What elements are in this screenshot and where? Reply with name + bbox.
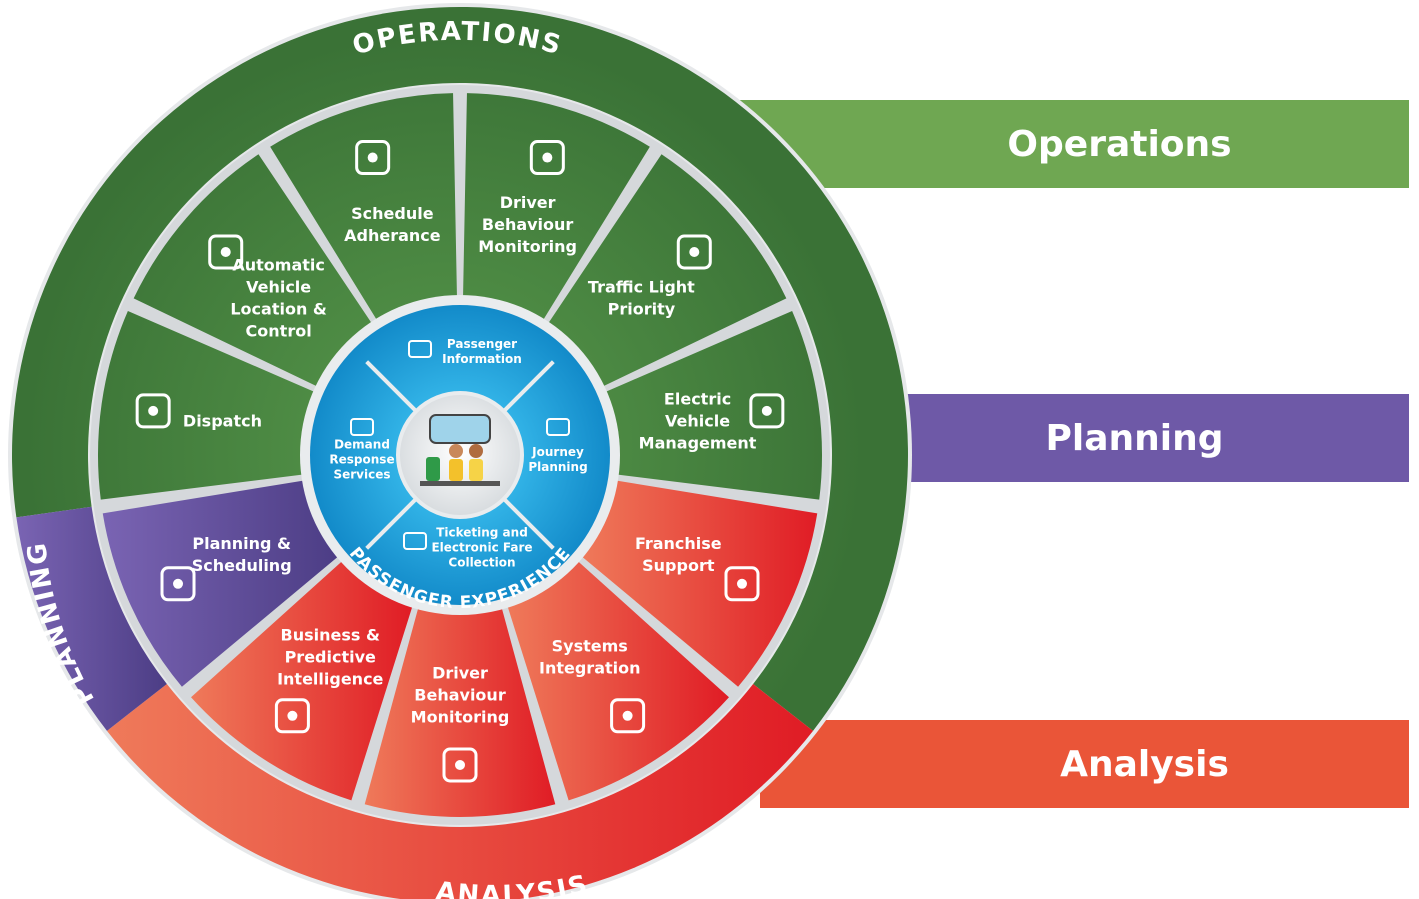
hub-quadrant-label: Services	[333, 468, 390, 482]
ticket-icon	[403, 532, 427, 550]
segment-label: Control	[246, 321, 312, 340]
segment-label: Franchise	[635, 534, 722, 553]
segment-wedge	[270, 93, 457, 321]
segment-8: Planning & Scheduling	[102, 480, 339, 687]
segment-wedge	[581, 480, 818, 687]
segment-wedge	[463, 93, 650, 321]
segment-wedge	[98, 310, 316, 500]
segment-label: Electric	[664, 389, 731, 408]
hub-quadrant-label: Passenger	[447, 337, 517, 351]
timer-icon	[350, 418, 374, 436]
segment-label: Adherance	[344, 226, 441, 245]
analysis-band: Analysis	[760, 720, 1409, 808]
segment-label: Systems	[552, 636, 628, 655]
segment-label: Predictive	[285, 647, 376, 666]
segment-label: Management	[639, 433, 757, 452]
analysis-band-label: Analysis	[1060, 743, 1229, 785]
segment-label: Monitoring	[478, 237, 577, 256]
headset-person-icon	[135, 393, 171, 429]
hub-quadrant-label: Journey	[531, 445, 584, 459]
segment-wedge	[191, 560, 413, 801]
info-display-icon	[408, 340, 432, 358]
segment-label: Intelligence	[277, 669, 383, 688]
segment-label: Priority	[608, 299, 676, 318]
driver-pointing-icon	[529, 140, 565, 176]
segment-label: Scheduling	[192, 556, 292, 575]
steering-wheel-icon	[442, 747, 478, 783]
planning-band-label: Planning	[1045, 417, 1224, 459]
segment-wedge	[133, 154, 373, 387]
segment-wedge	[364, 607, 556, 817]
segment-label: Dispatch	[183, 411, 262, 430]
outer-ring-operations	[12, 7, 909, 731]
segment-label: Automatic	[232, 255, 325, 274]
segment-label: Schedule	[351, 204, 434, 223]
segment-label: Behaviour	[482, 215, 574, 234]
calendar-clock-icon	[355, 140, 391, 176]
segment-label: Integration	[539, 658, 641, 677]
hub-quadrant-label: Information	[442, 352, 522, 366]
segment-9: Dispatch	[98, 310, 316, 500]
segment-wedge	[604, 310, 822, 500]
hub-quadrant-label: Demand	[334, 438, 390, 452]
head-briefcase-icon	[274, 698, 310, 734]
segment-wedge	[547, 154, 787, 387]
traffic-light-icon	[676, 234, 712, 270]
integration-gear-icon	[610, 698, 646, 734]
hub-quadrant-label: Collection	[448, 556, 515, 570]
outer-ring-planning	[16, 506, 167, 731]
monitor-gear-icon	[724, 566, 760, 602]
hub-quadrant-label: Planning	[528, 460, 587, 474]
segment-label: Support	[642, 556, 715, 575]
operations-band: Operations	[700, 100, 1409, 188]
segment-label: Planning &	[192, 534, 291, 553]
operations-band-label: Operations	[1007, 123, 1232, 165]
segment-label: Traffic Light	[588, 277, 695, 296]
segment-label: Driver	[500, 193, 556, 212]
hub-quadrant-label: Ticketing and	[436, 526, 528, 540]
segment-label: Vehicle	[665, 411, 730, 430]
segment-label: Location &	[230, 299, 327, 318]
segment-label: Driver	[432, 664, 488, 683]
outer-ring-analysis	[106, 684, 814, 899]
ev-charger-icon	[749, 393, 785, 429]
segment-label: Monitoring	[411, 708, 510, 727]
hub-quadrant-label: Electronic Fare	[431, 541, 532, 555]
calendar-arrows-icon	[160, 566, 196, 602]
location-pin-icon	[208, 234, 244, 270]
segment-label: Business &	[281, 625, 380, 644]
route-pin-icon	[546, 418, 570, 436]
segment-label: Behaviour	[414, 686, 506, 705]
passengers-bench-icon	[420, 414, 500, 486]
segment-wedge	[507, 560, 729, 801]
hub-quadrant-label: Response	[329, 453, 394, 467]
segment-label: Vehicle	[246, 277, 311, 296]
segment-wedge	[102, 480, 339, 687]
passenger-experience-hub: PassengerInformationJourneyPlanningTicke…	[300, 295, 620, 615]
